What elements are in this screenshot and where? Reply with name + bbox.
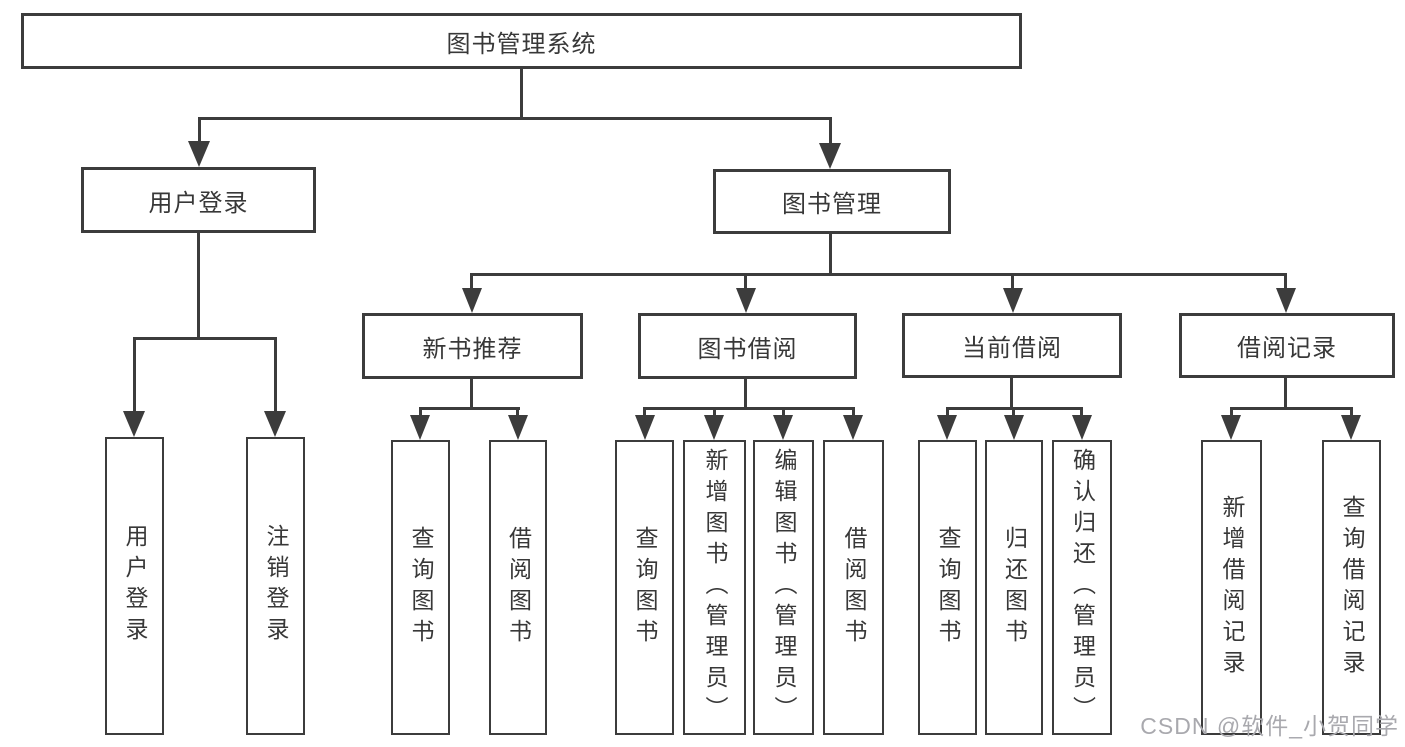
leaf-user-login-label: 用户登录 — [122, 524, 148, 648]
node-book-management: 图书管理 — [713, 169, 951, 234]
connector-line — [1010, 378, 1013, 410]
node-borrow-records: 借阅记录 — [1179, 313, 1395, 378]
arrow-down-icon — [1276, 288, 1296, 313]
node-new-book-recommend-label: 新书推荐 — [422, 335, 523, 363]
connector-line — [644, 407, 855, 410]
connector-line — [516, 407, 519, 419]
arrow-down-icon — [843, 415, 863, 440]
node-user-login-label: 用户登录 — [148, 189, 249, 217]
arrow-down-icon — [508, 415, 528, 440]
node-current-borrow: 当前借阅 — [902, 313, 1122, 378]
connector-line — [1284, 378, 1287, 410]
arrow-down-icon — [635, 415, 655, 440]
leaf-add-borrow-record-label: 新增借阅记录 — [1219, 494, 1245, 681]
connector-line — [197, 233, 200, 340]
connector-line — [1230, 407, 1353, 410]
connector-line — [274, 337, 277, 414]
leaf-query-books-borrow-label: 查询图书 — [632, 525, 658, 650]
arrow-down-icon — [704, 415, 724, 440]
node-new-book-recommend: 新书推荐 — [362, 313, 583, 379]
leaf-return-books: 归还图书 — [985, 440, 1043, 735]
connector-line — [470, 379, 473, 410]
connector-line — [419, 407, 422, 419]
node-root-label: 图书管理系统 — [446, 30, 597, 58]
connector-line — [829, 117, 832, 145]
node-root: 图书管理系统 — [21, 13, 1022, 69]
arrow-down-icon — [937, 415, 957, 440]
connector-line — [133, 337, 277, 340]
connector-line — [643, 407, 646, 419]
leaf-borrow-books-recommend-label: 借阅图书 — [505, 525, 532, 650]
connector-line — [1011, 273, 1014, 293]
arrow-down-icon — [1341, 415, 1361, 440]
connector-line — [1012, 407, 1015, 419]
leaf-logout: 注销登录 — [246, 437, 305, 735]
leaf-user-login: 用户登录 — [105, 437, 164, 735]
arrow-down-icon — [819, 143, 841, 169]
leaf-logout-label: 注销登录 — [263, 524, 289, 648]
arrow-down-icon — [410, 415, 430, 440]
leaf-add-books-admin: 新增图书（管理员） — [683, 440, 746, 735]
leaf-query-books-borrow: 查询图书 — [615, 440, 674, 735]
node-book-management-label: 图书管理 — [782, 191, 882, 218]
leaf-query-books-recommend: 查询图书 — [391, 440, 450, 735]
arrow-down-icon — [462, 288, 482, 313]
leaf-borrow-books-recommend: 借阅图书 — [489, 440, 547, 735]
connector-line — [744, 379, 747, 410]
arrow-down-icon — [1221, 415, 1241, 440]
arrow-down-icon — [1003, 288, 1023, 313]
leaf-borrow-books: 借阅图书 — [823, 440, 884, 735]
arrow-down-icon — [736, 288, 756, 313]
watermark: CSDN @软件_小贺同学 — [1140, 713, 1399, 739]
connector-line — [713, 407, 716, 419]
leaf-confirm-return-admin-label: 确认归还（管理员） — [1069, 448, 1096, 727]
leaf-confirm-return-admin: 确认归还（管理员） — [1052, 440, 1112, 735]
connector-line — [470, 273, 473, 293]
connector-line — [1230, 407, 1233, 419]
leaf-add-borrow-record: 新增借阅记录 — [1201, 440, 1262, 735]
node-borrow-records-label: 借阅记录 — [1237, 335, 1337, 362]
connector-line — [1284, 273, 1287, 293]
node-book-borrow: 图书借阅 — [638, 313, 857, 379]
connector-line — [471, 273, 1287, 276]
connector-line — [198, 117, 832, 120]
arrow-down-icon — [1004, 415, 1024, 440]
connector-line — [946, 407, 949, 419]
connector-line — [744, 273, 747, 293]
leaf-borrow-books-label: 借阅图书 — [841, 525, 867, 650]
arrow-down-icon — [123, 411, 145, 437]
arrow-down-icon — [1072, 415, 1092, 440]
leaf-query-books-current: 查询图书 — [918, 440, 977, 735]
connector-line — [829, 234, 832, 276]
connector-line — [852, 407, 855, 419]
leaf-query-borrow-record-label: 查询借阅记录 — [1339, 494, 1365, 681]
connector-line — [1350, 407, 1353, 419]
leaf-query-borrow-record: 查询借阅记录 — [1322, 440, 1381, 735]
arrow-down-icon — [188, 141, 210, 167]
arrow-down-icon — [773, 415, 793, 440]
leaf-query-books-current-label: 查询图书 — [935, 525, 961, 650]
arrow-down-icon — [264, 411, 286, 437]
leaf-edit-books-admin: 编辑图书（管理员） — [753, 440, 814, 735]
connector-line — [419, 407, 520, 410]
node-book-borrow-label: 图书借阅 — [697, 335, 798, 363]
leaf-add-books-admin-label: 新增图书（管理员） — [702, 448, 728, 727]
node-user-login: 用户登录 — [81, 167, 316, 233]
leaf-edit-books-admin-label: 编辑图书（管理员） — [771, 448, 797, 727]
connector-line — [520, 69, 523, 117]
leaf-query-books-recommend-label: 查询图书 — [408, 525, 434, 650]
node-current-borrow-label: 当前借阅 — [962, 335, 1062, 362]
connector-line — [133, 337, 136, 414]
connector-line — [198, 117, 201, 145]
connector-line — [782, 407, 785, 419]
connector-line — [1080, 407, 1083, 419]
leaf-return-books-label: 归还图书 — [1001, 525, 1028, 650]
